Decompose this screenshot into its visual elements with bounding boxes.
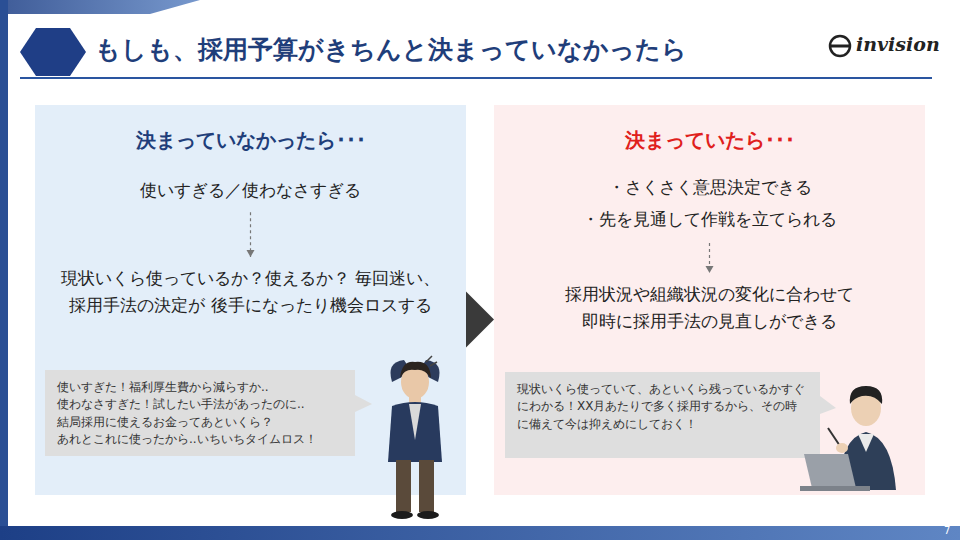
- arrow-head: [247, 250, 255, 257]
- body-text: 現状いくら使っているか？使えるか？ 毎回迷い、採用手法の決定が 後手になったり機…: [55, 265, 446, 319]
- page-number: 7: [944, 525, 950, 537]
- logo-bar: [830, 45, 850, 48]
- panel-heading: 決まっていなかったら･･･: [35, 127, 466, 154]
- bubble-tail: [355, 395, 372, 412]
- text-box: 使いすぎる／使わなさすぎる: [55, 177, 446, 204]
- title-hexagon: [20, 28, 86, 76]
- man-at-laptop: [800, 386, 896, 491]
- body-text: 採用状況や組織状況の変化に合わせて 即時に採用手法の見直しができる: [514, 281, 905, 335]
- text-box: 採用状況や組織状況の変化に合わせて 即時に採用手法の見直しができる: [514, 281, 905, 335]
- title-rule: [20, 77, 932, 79]
- connector: [247, 212, 255, 257]
- body-text: ・さくさく意思決定できる: [514, 171, 905, 203]
- connector: [466, 292, 494, 348]
- panel-heading: 決まっていたら･･･: [494, 127, 925, 154]
- corner-band: [0, 0, 200, 14]
- connector: [706, 243, 714, 273]
- speech-bubble: 使いすぎた！福利厚生費から減らすか.. 使わなさすぎた！試したい手法があったのに…: [45, 370, 355, 456]
- bubble-tail: [820, 396, 836, 414]
- logo-text: invision: [856, 33, 940, 56]
- bottom-band: [0, 526, 960, 540]
- body-text: 使いすぎる／使わなさすぎる: [55, 177, 446, 204]
- bubble-text: 現状いくら使っていて、あといくら残っているかすぐにわかる！XX月あたりで多く採用…: [517, 381, 808, 433]
- body-text: ・先を見通して作戦を立てられる: [514, 203, 905, 235]
- troubled-man: [388, 356, 442, 519]
- text-box: ・さくさく意思決定できる・先を見通して作戦を立てられる: [514, 171, 905, 235]
- arrow-head: [706, 266, 714, 273]
- text-box: 現状いくら使っているか？使えるか？ 毎回迷い、採用手法の決定が 後手になったり機…: [55, 265, 446, 319]
- speech-bubble: 現状いくら使っていて、あといくら残っているかすぐにわかる！XX月あたりで多く採用…: [505, 372, 820, 458]
- slide-title: もしも、採用予算がきちんと決まっていなかったら: [95, 33, 687, 66]
- left-band: [0, 0, 8, 540]
- bubble-text: 使いすぎた！福利厚生費から減らすか.. 使わなさすぎた！試したい手法があったのに…: [57, 379, 343, 449]
- logo-mark: [830, 36, 850, 56]
- chevron: [466, 292, 494, 348]
